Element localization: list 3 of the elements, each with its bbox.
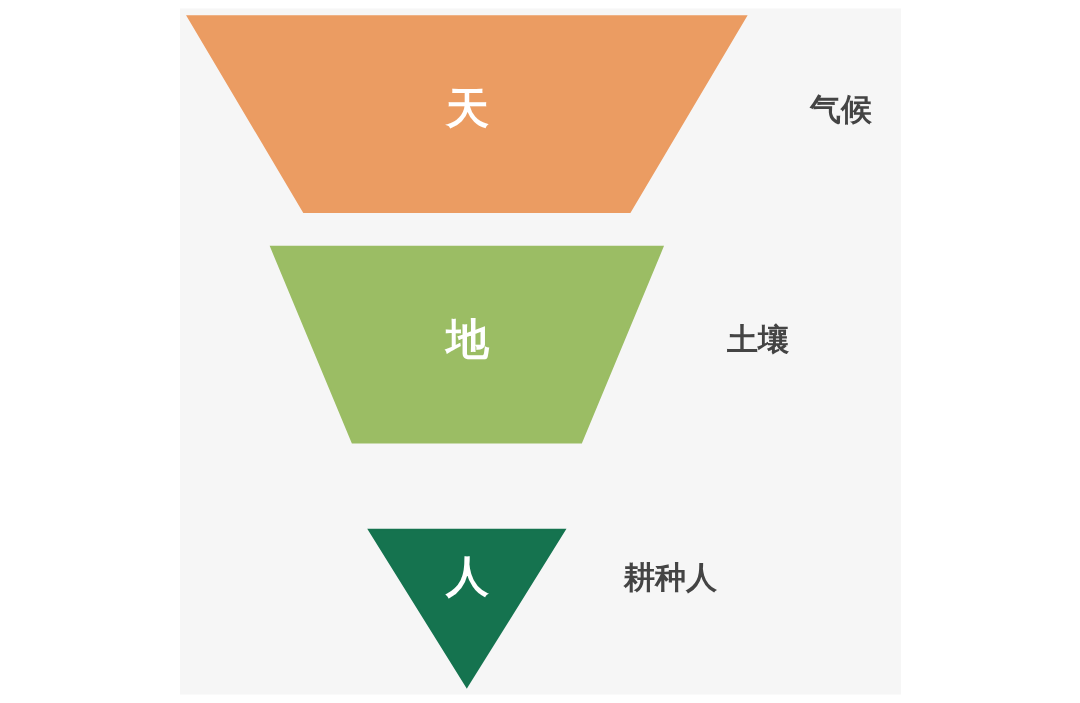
node-label: 耕种人	[623, 558, 717, 595]
node-label: 气候	[809, 90, 872, 127]
node-label: 土壤	[726, 321, 789, 358]
